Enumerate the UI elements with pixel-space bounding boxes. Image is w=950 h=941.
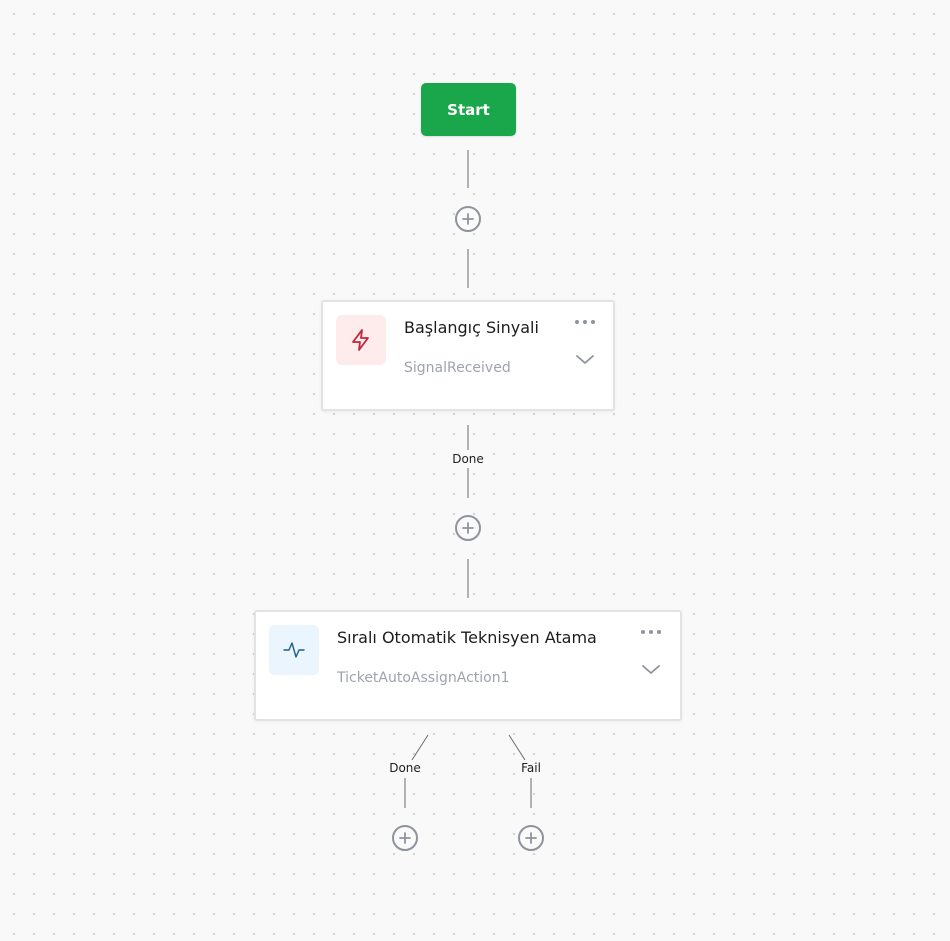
connector-action-done-diag (411, 734, 429, 761)
add-step-button[interactable] (455, 515, 481, 541)
node-expand-button[interactable] (639, 660, 663, 680)
node-action[interactable]: Sıralı Otomatik Teknisyen Atama TicketAu… (254, 610, 682, 721)
add-step-button-fail[interactable] (518, 825, 544, 851)
edge-label-fail: Fail (519, 760, 543, 776)
chevron-down-icon (642, 665, 660, 674)
more-horizontal-icon (575, 320, 595, 324)
node-signal[interactable]: Başlangıç Sinyali SignalReceived (321, 300, 615, 411)
plus-icon (399, 832, 411, 844)
node-subtitle: TicketAutoAssignAction1 (337, 670, 510, 686)
node-icon-tile (336, 315, 386, 365)
edge-label-done: Done (450, 451, 486, 467)
plus-icon (462, 213, 474, 225)
node-icon-tile (269, 625, 319, 675)
node-menu-button[interactable] (573, 314, 599, 330)
lightning-bolt-icon (352, 329, 369, 351)
node-menu-button[interactable] (639, 624, 665, 640)
plus-icon (462, 522, 474, 534)
plus-icon (525, 832, 537, 844)
node-expand-button[interactable] (573, 350, 597, 370)
node-title: Başlangıç Sinyali (404, 318, 539, 337)
chevron-down-icon (576, 355, 594, 364)
start-button[interactable]: Start (421, 83, 516, 136)
connector-action-fail-diag (508, 734, 526, 761)
node-title: Sıralı Otomatik Teknisyen Atama (337, 628, 597, 647)
more-horizontal-icon (641, 630, 661, 634)
edge-label-done: Done (387, 760, 423, 776)
node-subtitle: SignalReceived (404, 360, 511, 376)
add-step-button-done[interactable] (392, 825, 418, 851)
activity-pulse-icon (283, 642, 305, 658)
add-step-button[interactable] (455, 206, 481, 232)
